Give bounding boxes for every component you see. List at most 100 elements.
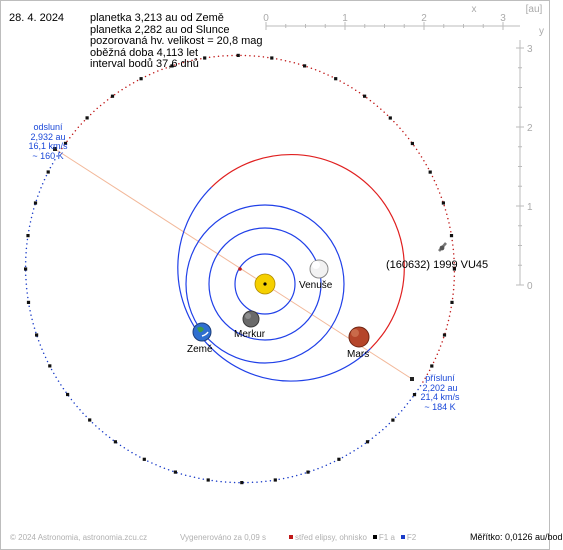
- mercury-orbit: [234, 253, 296, 315]
- perihelion-speed: 21,4 km/s: [420, 392, 460, 402]
- asteroid-orbit-dot: [32, 208, 35, 210]
- venus[interactable]: [309, 259, 329, 279]
- aphelion-point: [53, 147, 57, 151]
- asteroid-orbit-dot: [450, 306, 452, 309]
- asteroid-orbit-dot: [103, 101, 105, 104]
- asteroid-orbit-dot: [325, 464, 328, 466]
- asteroid-orbit-dot: [436, 353, 439, 356]
- asteroid-orbit-dot: [25, 252, 27, 254]
- legend-f2-label: F2: [406, 533, 417, 542]
- asteroid-orbit-dot: [443, 204, 445, 207]
- legend-f1-label: F1 a: [378, 533, 395, 542]
- asteroid-orbit-dot: [378, 431, 381, 434]
- asteroid-orbit-dot: [226, 54, 229, 57]
- asteroid-orbit-dot: [434, 357, 437, 360]
- mars[interactable]: [348, 326, 370, 348]
- asteroid-orbit-dot: [151, 462, 153, 464]
- asteroid-orbit-dot: [229, 481, 231, 484]
- copyright-link[interactable]: © 2024 Astronomia, astronomia.zcu.cz: [10, 533, 148, 542]
- asteroid-position-marker: [63, 141, 68, 145]
- asteroid-orbit-dot: [96, 107, 98, 110]
- aphelion-label: odsluní 2,932 au 16,1 km/s ~ 160 K: [18, 122, 78, 161]
- perihelion-title: přísluní: [425, 373, 455, 383]
- asteroid-orbit-dot: [291, 475, 294, 478]
- asteroid-orbit-dot: [321, 466, 323, 468]
- asteroid-orbit-dot: [437, 188, 439, 190]
- asteroid-orbit-dot: [98, 428, 100, 430]
- asteroid-orbit-dot: [382, 428, 384, 431]
- legend-center-swatch: [289, 535, 293, 539]
- asteroid-orbit-dot: [233, 481, 236, 484]
- asteroid-orbit-dot: [447, 217, 449, 220]
- asteroid-orbit-dot: [432, 361, 435, 364]
- distance-sun: planetka 2,282 au od Slunce: [90, 23, 230, 36]
- asteroid-orbit-dot: [329, 462, 332, 465]
- legend-f1-swatch: [372, 535, 377, 539]
- asteroid-orbit-dot: [37, 195, 39, 197]
- asteroid-position-marker: [450, 300, 454, 304]
- asteroid-orbit-dot: [195, 58, 198, 61]
- asteroid-orbit-dot: [93, 110, 95, 113]
- asteroid-position-marker: [26, 234, 30, 238]
- asteroid-position-marker: [113, 440, 117, 444]
- asteroid-position-marker: [26, 300, 31, 304]
- asteroid-orbit-dot: [31, 212, 34, 214]
- x-tick-label: 0: [263, 13, 269, 24]
- asteroid-orbit-dot: [213, 56, 215, 58]
- aphelion-speed: 16,1 km/s: [28, 141, 68, 151]
- earth[interactable]: [192, 322, 212, 342]
- mercury[interactable]: [242, 310, 260, 328]
- asteroid-position-marker: [337, 457, 341, 461]
- asteroid-orbit-dot: [306, 65, 308, 68]
- asteroid-orbit-dot: [33, 327, 36, 329]
- asteroid-orbit-dot: [147, 460, 149, 462]
- asteroid-orbit-dot: [317, 467, 319, 470]
- asteroid-orbit-dot: [105, 433, 107, 436]
- date-label: 28. 4. 2024: [9, 12, 65, 24]
- asteroid-orbit-dot: [349, 452, 351, 454]
- asteroid-orbit-dot: [73, 402, 75, 404]
- asteroid-orbit-dot: [167, 469, 170, 471]
- asteroid-orbit-dot: [343, 82, 345, 84]
- asteroid-orbit-dot: [386, 114, 389, 116]
- asteroid-orbit-dot: [393, 120, 395, 123]
- point-interval: interval bodů 37,6 dnů: [90, 58, 199, 71]
- asteroid-orbit-dot: [442, 336, 445, 339]
- orbit-diagram: 0 1 2 3 x [au] 3 2 1 0 y: [24, 4, 544, 485]
- asteroid-orbit-dot: [425, 163, 427, 166]
- asteroid-orbit-dot: [345, 454, 348, 457]
- asteroid-orbit-dot: [446, 324, 449, 326]
- asteroid-orbit-dot: [173, 64, 176, 66]
- asteroid-orbit-dot: [453, 257, 455, 260]
- asteroid-orbit-dot: [451, 239, 453, 242]
- asteroid-orbit-dot: [452, 244, 454, 246]
- asteroid-orbit-dot: [427, 167, 430, 170]
- asteroid-orbit-dot: [62, 387, 65, 390]
- asteroid-orbit-dot: [25, 287, 28, 290]
- mars-orbit-near-arc: [211, 153, 405, 349]
- asteroid-orbit-dot: [371, 437, 374, 439]
- asteroid-orbit-dot: [438, 349, 440, 351]
- earth-label: Země: [187, 344, 213, 355]
- asteroid-orbit-dot: [247, 481, 249, 484]
- asteroid-orbit-dot: [56, 155, 58, 157]
- asteroid-orbit-dot: [123, 447, 126, 449]
- perihelion-distance: 2,202 au: [422, 382, 458, 393]
- asteroid-orbit-dot: [280, 58, 282, 61]
- asteroid-orbit-dot: [339, 80, 341, 82]
- asteroid-orbit-dot: [383, 111, 385, 113]
- aphelion-distance: 2,932 au: [30, 131, 66, 142]
- x-tick-label: 3: [500, 13, 506, 24]
- asteroid-orbit-dot: [108, 436, 111, 439]
- asteroid-orbit-dot: [55, 376, 57, 379]
- asteroid-orbit-dot: [28, 229, 30, 232]
- asteroid-orbit-dot: [433, 179, 436, 182]
- asteroid-orbit-dot: [260, 480, 263, 483]
- asteroid-orbit-dot: [42, 352, 45, 355]
- asteroid-orbit-dot: [331, 76, 333, 78]
- asteroid-orbit-dot: [35, 199, 38, 202]
- asteroid-orbit-dot: [394, 416, 397, 418]
- asteroid-marker[interactable]: [438, 242, 447, 252]
- y-tick-label: 1: [527, 202, 533, 213]
